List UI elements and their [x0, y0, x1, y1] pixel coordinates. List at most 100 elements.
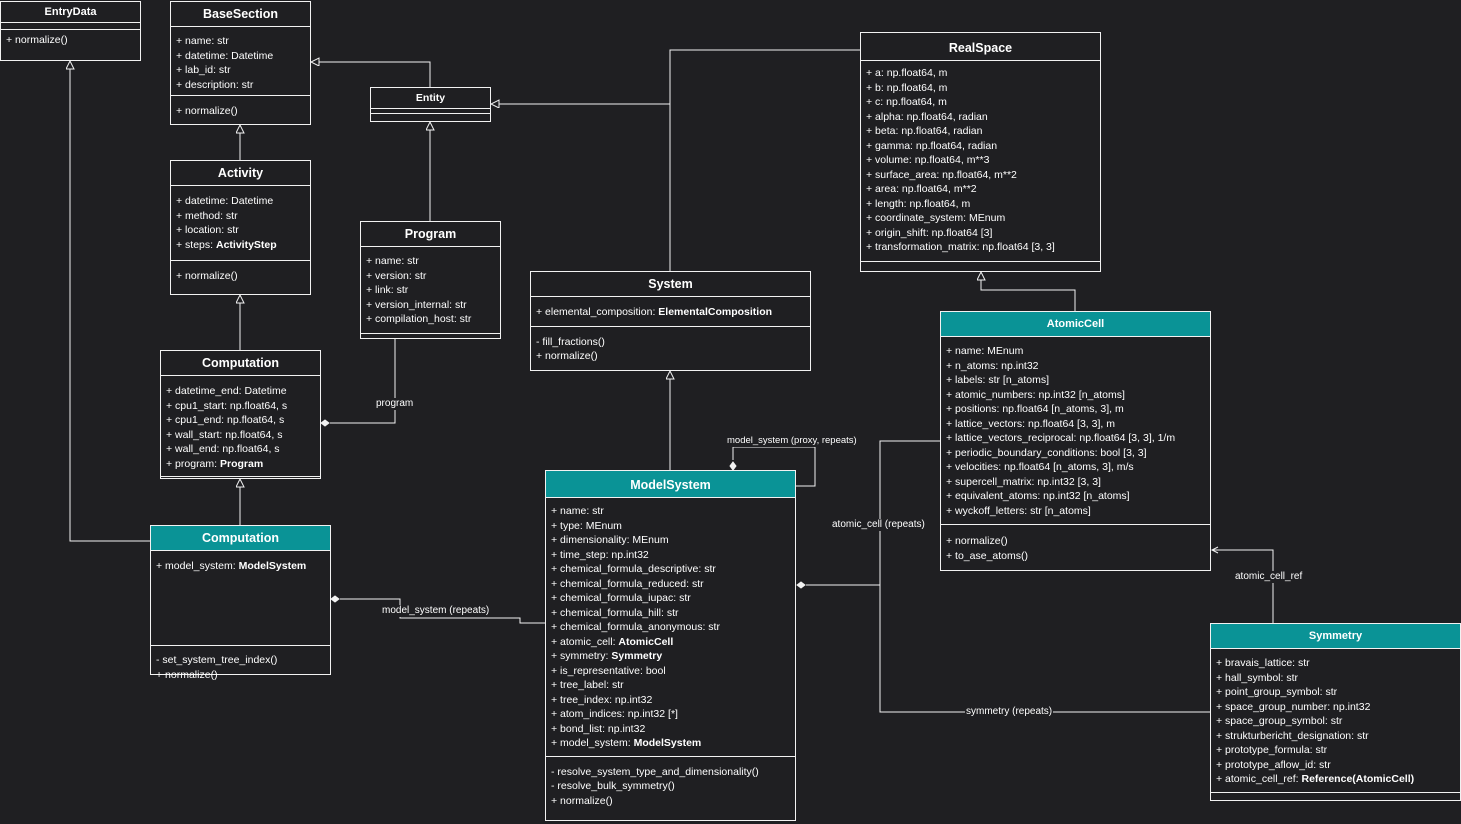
- attribute: + atom_indices: np.int32 [*]: [551, 708, 678, 720]
- link-atomiccellref: [1210, 546, 1274, 623]
- attribute: + prototype_formula: str: [1216, 744, 1328, 756]
- method-section-empty: [161, 477, 320, 480]
- diamond-ms-repeats: [330, 595, 340, 603]
- method: + normalize(): [551, 794, 613, 807]
- method: - set_system_tree_index(): [156, 654, 278, 666]
- attr-section: + name: MEnum + n_atoms: np.int32 + labe…: [941, 337, 1210, 525]
- attribute: + tree_label: str: [551, 679, 624, 691]
- attribute: + chemical_formula_reduced: str: [551, 577, 704, 590]
- class-basesection[interactable]: BaseSection + name: str + datetime: Date…: [170, 1, 311, 125]
- class-computation-base[interactable]: Computation + datetime_end: Datetime + c…: [160, 350, 321, 479]
- attribute: + steps: ActivityStep: [176, 238, 305, 253]
- attribute: + n_atoms: np.int32: [946, 359, 1039, 372]
- attr-type: Symmetry: [611, 650, 663, 662]
- attr-section: + datetime_end: Datetime + cpu1_start: n…: [161, 376, 320, 477]
- attribute: + hall_symbol: str: [1216, 671, 1298, 684]
- attribute: + name: str: [551, 505, 604, 517]
- attr-section: + elemental_composition: ElementalCompos…: [531, 297, 810, 327]
- attribute: + point_group_symbol: str: [1216, 686, 1338, 698]
- attribute: + model_system: ModelSystem: [551, 736, 790, 751]
- attribute: + equivalent_atoms: np.int32 [n_atoms]: [946, 490, 1130, 502]
- method: + to_ase_atoms(): [946, 549, 1029, 562]
- attr-type: ModelSystem: [633, 737, 702, 749]
- attribute: + surface_area: np.float64, m**2: [866, 168, 1017, 181]
- attribute: + wyckoff_letters: str [n_atoms]: [946, 504, 1091, 517]
- link-system-entity: [669, 49, 861, 271]
- attr-section: + name: str + datetime: Datetime + lab_i…: [171, 27, 310, 96]
- attribute: + beta: np.float64, radian: [866, 125, 983, 137]
- attr-prefix: + atomic_cell:: [551, 635, 619, 648]
- attr-prefix: + elemental_composition:: [536, 306, 659, 318]
- attribute: + model_system: ModelSystem: [156, 559, 325, 574]
- attr-type: ActivityStep: [215, 238, 277, 251]
- attribute: + chemical_formula_descriptive: str: [551, 563, 716, 575]
- attribute: + c: np.float64, m: [866, 96, 947, 108]
- diamond-proxy: [729, 461, 737, 471]
- label-atomic-cell-ref: atomic_cell_ref: [1234, 571, 1304, 583]
- attribute: + space_group_symbol: str: [1216, 715, 1343, 727]
- attribute: + a: np.float64, m: [866, 67, 948, 79]
- class-entity[interactable]: Entity: [370, 87, 491, 122]
- method-section: - resolve_system_type_and_dimensionality…: [546, 757, 795, 812]
- attribute: + is_representative: bool: [551, 664, 666, 677]
- attribute: + atomic_cell_ref: Reference(AtomicCell): [1216, 772, 1455, 787]
- attribute: + version: str: [366, 269, 427, 282]
- attr-type: AtomicCell: [618, 635, 674, 648]
- method-section: + normalize(): [171, 261, 310, 287]
- attribute: + area: np.float64, m**2: [866, 183, 977, 195]
- attribute: + space_group_number: np.int32: [1216, 700, 1371, 713]
- class-atomiccell[interactable]: AtomicCell + name: MEnum + n_atoms: np.i…: [940, 311, 1211, 571]
- method: - resolve_bulk_symmetry(): [551, 780, 675, 792]
- attr-section: + model_system: ModelSystem: [151, 551, 330, 646]
- attribute: + transformation_matrix: np.float64 [3, …: [866, 241, 1055, 253]
- attr-type: ElementalComposition: [658, 306, 773, 318]
- attribute: + lattice_vectors_reciprocal: np.float64…: [946, 432, 1176, 444]
- class-program[interactable]: Program + name: str + version: str + lin…: [360, 221, 501, 339]
- class-computation[interactable]: Computation + model_system: ModelSystem …: [150, 525, 331, 681]
- class-title: Activity: [171, 161, 310, 186]
- attribute: + bond_list: np.int32: [551, 722, 646, 735]
- method: - resolve_system_type_and_dimensionality…: [551, 765, 759, 778]
- attribute: + name: str: [176, 35, 229, 47]
- method-section-empty: [361, 334, 500, 338]
- attr-prefix: + steps:: [176, 238, 216, 251]
- link-entity-basesection: [311, 62, 431, 87]
- attribute: + tree_index: np.int32: [551, 693, 653, 706]
- attribute: + atomic_numbers: np.int32 [n_atoms]: [946, 388, 1125, 401]
- method-section: + normalize(): [171, 96, 310, 122]
- class-activity[interactable]: Activity + datetime: Datetime + method: …: [170, 160, 311, 295]
- class-title: Computation: [161, 351, 320, 376]
- class-title: Symmetry: [1211, 624, 1460, 649]
- attr-prefix: + symmetry:: [551, 650, 612, 662]
- attribute: + positions: np.float64 [n_atoms, 3], m: [946, 403, 1124, 415]
- class-entrydata[interactable]: EntryData + normalize(): [0, 1, 141, 61]
- link-atomiccell-repeats: [806, 440, 941, 586]
- attribute: + origin_shift: np.float64 [3]: [866, 226, 993, 239]
- method: + normalize(): [946, 535, 1008, 547]
- label-model-system-proxy: model_system (proxy, repeats): [726, 435, 858, 447]
- attribute: + cpu1_start: np.float64, s: [166, 399, 288, 412]
- attr-section: + a: np.float64, m + b: np.float64, m + …: [861, 61, 1100, 262]
- class-title: ModelSystem: [546, 471, 795, 498]
- attribute: + link: str: [366, 284, 409, 296]
- attribute: + elemental_composition: ElementalCompos…: [536, 305, 805, 320]
- attribute: + program: Program: [166, 457, 315, 472]
- attribute: + type: MEnum: [551, 519, 622, 532]
- method-section-empty: [1211, 793, 1460, 796]
- class-system[interactable]: System + elemental_composition: Elementa…: [530, 271, 811, 371]
- attribute: + wall_start: np.float64, s: [166, 428, 283, 441]
- class-realspace[interactable]: RealSpace + a: np.float64, m + b: np.flo…: [860, 32, 1101, 272]
- attribute: + chemical_formula_hill: str: [551, 606, 679, 619]
- attr-type: Program: [219, 457, 264, 470]
- attribute: + wall_end: np.float64, s: [166, 443, 280, 455]
- attribute: + velocities: np.float64 [n_atoms, 3], m…: [946, 461, 1134, 473]
- class-symmetry[interactable]: Symmetry + bravais_lattice: str + hall_s…: [1210, 623, 1461, 801]
- attribute: + cpu1_end: np.float64, s: [166, 414, 285, 426]
- method: + normalize(): [176, 105, 238, 117]
- class-modelsystem[interactable]: ModelSystem + name: str + type: MEnum + …: [545, 470, 796, 821]
- method: + normalize(): [176, 270, 238, 282]
- link-program-composition: [330, 339, 396, 424]
- attribute: + lab_id: str: [176, 64, 231, 76]
- class-title: Entity: [371, 88, 490, 109]
